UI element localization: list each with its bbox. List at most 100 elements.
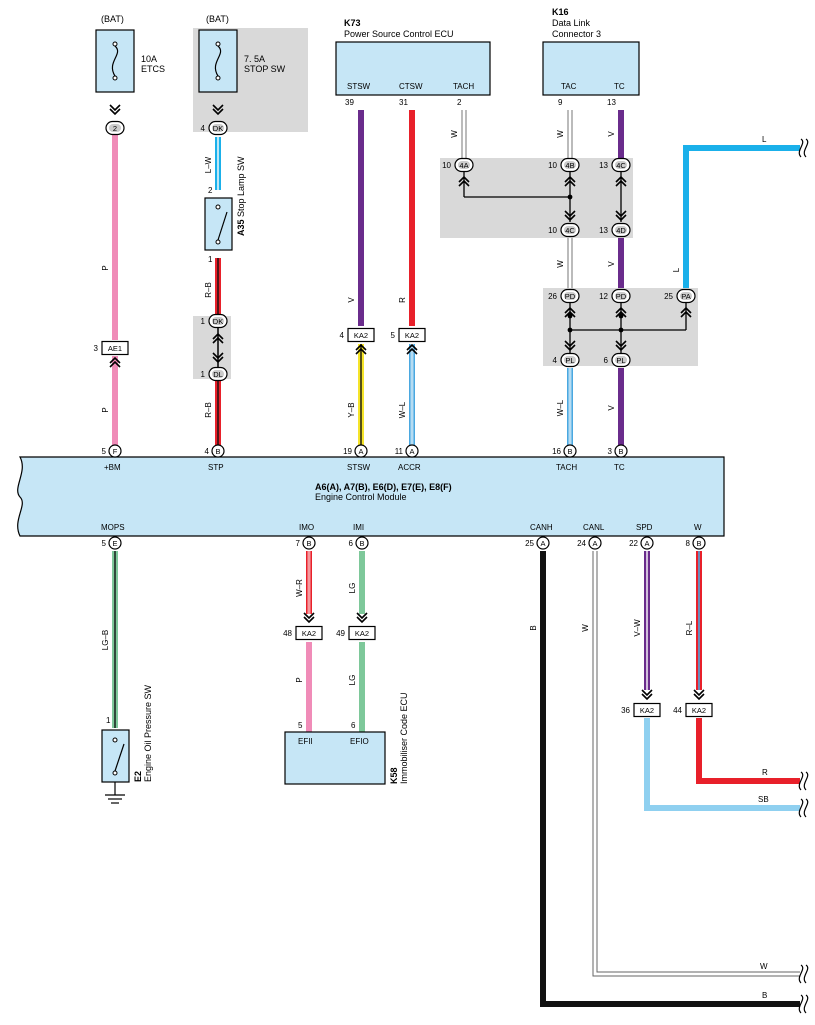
connector-ka2-accr-num: 5 (391, 331, 396, 340)
connector-pd-1-label: PD (565, 292, 576, 301)
chevron-up-icon-pd2-b (615, 310, 627, 318)
connector-ka2-w-label: KA2 (692, 706, 706, 715)
connector-pa-label: PA (681, 292, 690, 301)
ecm-top-pin-stsw-conn: A (358, 447, 363, 456)
ecm-bot-label-imo: IMO (299, 523, 314, 532)
junction-dot-pd1 (567, 327, 573, 333)
fuse-stop-icon (214, 41, 222, 81)
chevron-up-icon-pa-b (680, 310, 692, 318)
wire-canh-b (540, 551, 800, 1007)
ecm-top-pin-bm-conn: F (113, 447, 118, 456)
connector-4c-num: 10 (548, 226, 557, 235)
wire-label-w-tach-3: W–L (556, 399, 565, 416)
wire-break-2 (798, 798, 804, 818)
wire-break-1 (798, 771, 804, 791)
ecm-top-pin-accr-num: 11 (395, 447, 404, 456)
ecm-top-pin-accr: A11 (395, 444, 419, 458)
chevron-up-icon-4c-top-b (615, 179, 627, 187)
k16-pin-tc: TC (614, 82, 625, 91)
wire-label-w-imi-1: LG (348, 583, 357, 594)
chevron-up-icon-accr-a (406, 343, 418, 351)
chevron-down-icon-imi-b (356, 616, 368, 624)
ecm-bot-pin-imi-conn: B (359, 539, 364, 548)
wire-spd-sb (644, 718, 800, 811)
oil-sw-code: E2 (133, 771, 143, 782)
k73-pin-tach: TACH (453, 82, 474, 91)
ecm-bot-pin-spd-num: 22 (629, 539, 638, 548)
chevron-down-icon-etcs-a (109, 104, 121, 112)
ecm-top-label-tc: TC (614, 463, 625, 472)
chevron-up-icon-4a-b (458, 179, 470, 187)
ecm-bot-label-mops: MOPS (101, 523, 125, 532)
chevron-up-icon-4c-top-a (615, 175, 627, 183)
wire-l-blue (683, 145, 800, 288)
fuse-stop-rating: 7. 5A (244, 54, 265, 64)
fuse-etcs-rating: 10A (141, 54, 157, 64)
chevron-down-icon-etcs-b (109, 108, 121, 116)
immo-pinnum-5: 5 (298, 721, 303, 730)
fuse-etcs-name: ETCS (141, 64, 165, 74)
connector-4a-label: 4A (459, 161, 468, 170)
wire-label-w-tc-1: V (607, 131, 616, 137)
fuse-stop-box (198, 29, 238, 93)
wire-break-b-2 (803, 798, 809, 818)
chevron-down-icon-pl1-a (564, 340, 576, 348)
wire-w-r (696, 718, 800, 784)
chevron-up-icon-stsw-b (355, 347, 367, 355)
connector-ka2-imo-label: KA2 (302, 629, 316, 638)
chevron-down-icon-stop-a (212, 104, 224, 112)
wire-label-w-canh: B (529, 625, 538, 630)
ecm-top-pin-stp-conn: B (215, 447, 220, 456)
connector-dk-top: DK4 (201, 120, 228, 136)
chevron-down-icon-4c-a (564, 210, 576, 218)
chevron-down-icon-spd-a (641, 689, 653, 697)
connector-4c-top-label: 4C (616, 161, 626, 170)
connector-ka2-imo: KA2 48 (283, 625, 323, 641)
connector-dl: DL1 (201, 366, 228, 382)
k73-code: K73 (344, 18, 361, 28)
ecm-top-label-accr: ACCR (398, 463, 421, 472)
fuse-stop-name: STOP SW (244, 64, 286, 74)
chevron-up-icon-dk-a (212, 332, 224, 340)
chevron-down-icon-imo-b (303, 616, 315, 624)
connector-ka2-imi-label: KA2 (355, 629, 369, 638)
ecm-bot-label-imi: IMI (353, 523, 364, 532)
connector-4b-label: 4B (565, 161, 574, 170)
junction-dot-pd3 (618, 327, 624, 333)
ecm-bot-label-w: W (694, 523, 702, 532)
connector-ka2-stsw-num: 4 (340, 331, 345, 340)
ecm-top-pin-stp-num: 4 (205, 447, 210, 456)
immo-name: Immobiliser Code ECU (399, 692, 409, 784)
fuse-etcs-box (95, 29, 135, 93)
connector-pd-1-num: 26 (548, 292, 557, 301)
chevron-down-icon-stop-b (212, 108, 224, 116)
wire-label-w-stsw-2: Y–B (347, 402, 356, 417)
ecm-top-pin-bm-num: 5 (102, 447, 107, 456)
edge-end-layer (798, 138, 809, 1014)
chevron-down-icon-pl1-b (564, 344, 576, 352)
wire-break-b-3 (803, 964, 809, 984)
connector-ka2-imo-num: 48 (283, 629, 292, 638)
connector-ae1-label: AE1 (108, 344, 122, 353)
junction-shade-4abc (440, 158, 633, 238)
connector-pl-2-num: 6 (604, 356, 609, 365)
chevron-down-icon-dl-a (212, 352, 224, 360)
chevron-up-icon-pd1-a (564, 306, 576, 314)
ecm-top-label-stp: STP (208, 463, 224, 472)
ecm-bot-pin-w: B8 (686, 536, 706, 550)
ecm-bot-pin-canl: A24 (577, 536, 602, 550)
connector-dk-mid-label: DK (213, 317, 223, 326)
ecm-bot-pin-mops-conn: E (112, 539, 117, 548)
ecm-bot-label-spd: SPD (636, 523, 653, 532)
oil-sw-pin-1: 1 (106, 716, 111, 725)
stop-lamp-switch-icon (215, 204, 228, 245)
immo-pin-efio: EFIO (350, 737, 369, 746)
edge-label-w: W (760, 962, 768, 971)
junction-dot-pd4 (567, 313, 573, 319)
ecm-bot-pin-canh: A25 (525, 536, 550, 550)
ecm-name: Engine Control Module (315, 492, 407, 502)
